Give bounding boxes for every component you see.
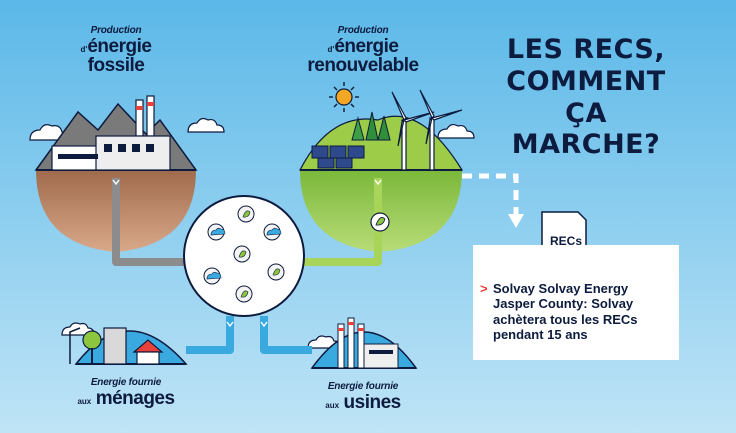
tree-icon bbox=[351, 111, 391, 141]
leaf-icon bbox=[375, 217, 386, 226]
households-aux-text: aux bbox=[77, 396, 92, 406]
renewable-production-text: Production bbox=[337, 25, 389, 36]
arrow-icon bbox=[260, 321, 268, 328]
renewable-label: Production d'énergie renouvelable bbox=[298, 25, 428, 77]
bullet-arrow-icon: > bbox=[480, 281, 488, 296]
cloud-icon bbox=[437, 123, 475, 139]
recs-badge-label: RECs bbox=[549, 234, 582, 248]
renewable-type-text: renouvelable bbox=[307, 55, 419, 77]
arrow-icon bbox=[226, 321, 234, 328]
power-plant-icon bbox=[51, 95, 171, 171]
fossil-production-text: Production bbox=[90, 25, 142, 36]
factories-aux-text: aux bbox=[325, 400, 340, 410]
fossil-label: Production d'énergie fossile bbox=[66, 25, 166, 77]
title-line-2: COMMENT bbox=[506, 66, 666, 97]
wind-turbine-icon bbox=[391, 89, 463, 171]
tree-icon bbox=[82, 330, 102, 350]
arrow-icon bbox=[374, 179, 382, 186]
households-small-text: Energie fournie bbox=[90, 377, 162, 388]
building-icon bbox=[103, 327, 127, 365]
households-scene bbox=[69, 327, 188, 365]
households-label: Energie fournie aux ménages bbox=[66, 377, 186, 409]
renewable-island bbox=[299, 82, 464, 252]
renewable-energy-text: énergie bbox=[334, 35, 399, 57]
factory-flow-line bbox=[260, 316, 312, 354]
energy-pool bbox=[183, 195, 305, 317]
factories-small-text: Energie fournie bbox=[327, 381, 399, 392]
title-line-1: LES RECS, bbox=[506, 34, 666, 65]
households-big-text: ménages bbox=[95, 387, 175, 409]
renewable-flow-line bbox=[292, 178, 382, 266]
streetlight-icon bbox=[69, 327, 81, 364]
recs-info-text: Solvay Solvay Energy Jasper County: Solv… bbox=[493, 281, 638, 342]
recs-connector-line bbox=[462, 173, 519, 214]
solar-panel-icon bbox=[311, 145, 365, 169]
arrow-icon bbox=[508, 214, 524, 228]
fossil-energy-text: énergie bbox=[87, 35, 152, 57]
household-flow-line bbox=[186, 316, 234, 354]
factories-big-text: usines bbox=[343, 391, 402, 413]
fossil-de-text: d' bbox=[80, 44, 88, 54]
factories-scene bbox=[310, 317, 418, 369]
fossil-flow-line bbox=[112, 178, 196, 266]
recs-info-card: > Solvay Solvay Energy Jasper County: So… bbox=[473, 245, 679, 360]
renewable-de-text: d' bbox=[327, 44, 335, 54]
fossil-type-text: fossile bbox=[87, 55, 145, 77]
factory-icon bbox=[337, 317, 399, 369]
cloud-icon bbox=[187, 117, 225, 133]
sun-icon bbox=[329, 82, 359, 112]
title-line-3: ÇA MARCHE? bbox=[511, 98, 661, 160]
arrow-icon bbox=[112, 179, 120, 186]
factories-label: Energie fournie aux usines bbox=[308, 381, 418, 413]
